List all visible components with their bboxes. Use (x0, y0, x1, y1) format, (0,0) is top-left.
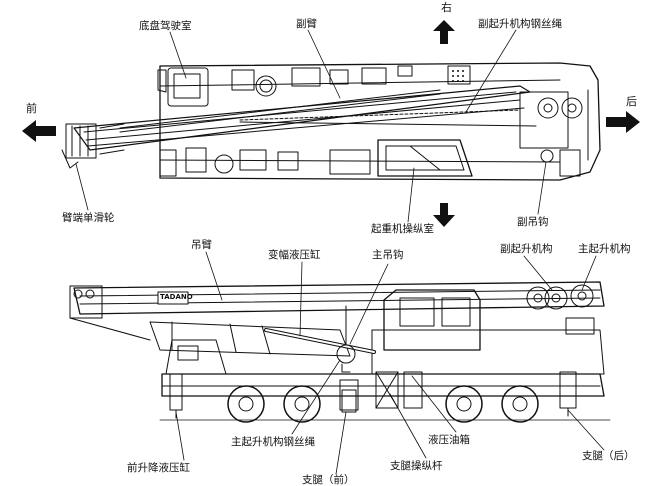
label-outrigger-front: 支腿（前） (302, 474, 355, 486)
label-operator-cab: 起重机操纵室 (371, 223, 434, 235)
label-chassis-cab: 底盘驾驶室 (139, 20, 192, 32)
top-view-crane (61, 62, 601, 181)
label-outrigger-rear: 支腿（后） (582, 450, 635, 462)
label-aux-hoist: 副起升机构 (500, 243, 553, 255)
label-boom: 吊臂 (191, 239, 212, 251)
label-luffing-cylinder: 变幅液压缸 (268, 249, 321, 261)
side-view-crane (69, 281, 611, 423)
wheel-icon (227, 385, 539, 423)
label-boom-head-sheave: 臂端单滑轮 (62, 212, 115, 224)
arrow-right-icon (606, 111, 640, 133)
direction-rear-label: 后 (626, 95, 637, 108)
label-outrigger-lever: 支腿操纵杆 (390, 460, 443, 472)
side-view-leaders (175, 251, 605, 475)
label-main-hook: 主吊钩 (372, 249, 404, 261)
label-main-hoist-rope: 主起升机构钢丝绳 (231, 436, 315, 448)
top-view-leaders (75, 29, 547, 223)
label-aux-hook: 副吊钩 (517, 216, 549, 228)
direction-right-label: 右 (441, 1, 452, 14)
label-jib: 副臂 (296, 18, 317, 30)
boom-brand-text: TADANO (160, 293, 193, 301)
label-aux-hoist-rope: 副起升机构钢丝绳 (478, 18, 562, 30)
label-front-lift-cylinder: 前升降液压缸 (127, 462, 190, 474)
arrow-left-icon (22, 120, 56, 142)
arrow-down-icon (433, 203, 455, 227)
direction-front-label: 前 (26, 102, 37, 115)
label-hydraulic-tank: 液压油箱 (428, 434, 470, 446)
arrow-up-icon (433, 20, 455, 44)
label-main-hoist: 主起升机构 (578, 243, 631, 255)
